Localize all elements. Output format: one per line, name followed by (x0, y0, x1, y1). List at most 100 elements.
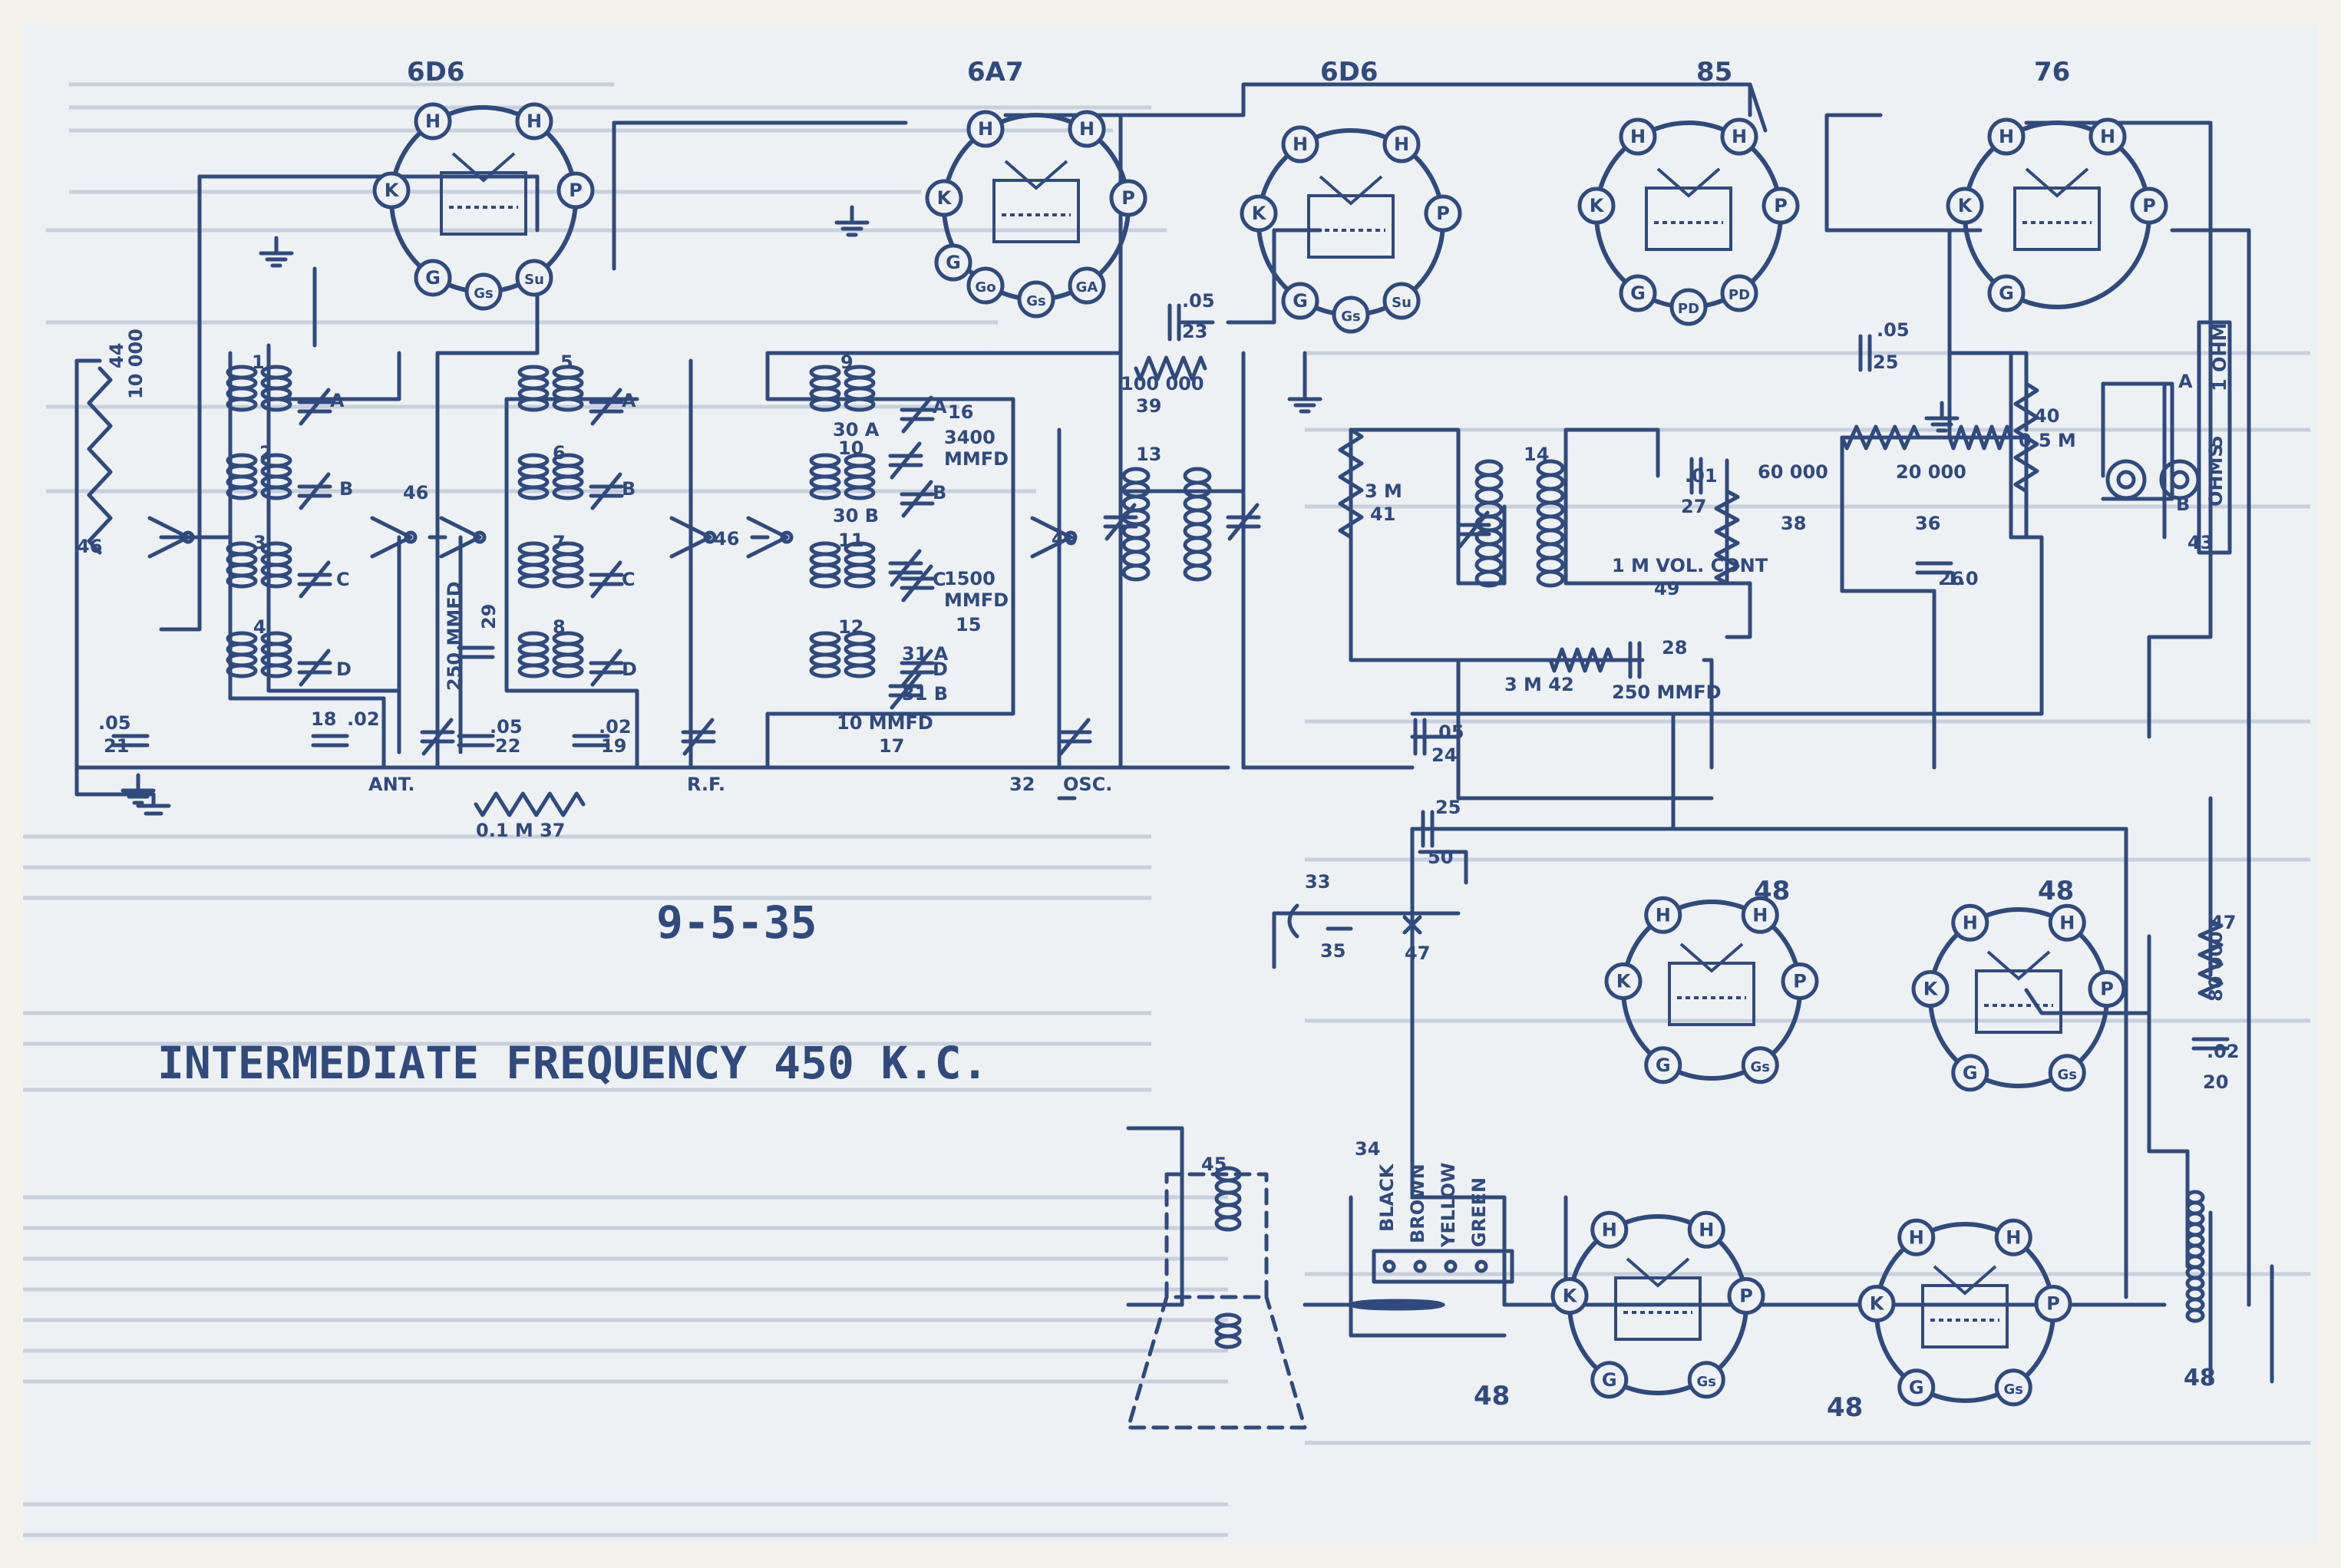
wire-77 (2170, 228, 2251, 1307)
pilot-lamp-2 (2159, 459, 2201, 500)
resistor-47 (2197, 919, 2224, 1000)
wire-3 (74, 765, 156, 797)
label-coil-5: 5 (560, 352, 573, 373)
capacitor-29 (457, 645, 495, 659)
coil-9-primary (844, 365, 876, 412)
coil-10-secondary (809, 453, 841, 500)
label-c16-unit: MMFD (944, 448, 1009, 470)
svg-text:P: P (569, 180, 583, 201)
trimmer-11 (900, 564, 935, 602)
svg-text:H: H (1909, 1226, 1924, 1248)
coil-12-secondary (809, 631, 841, 678)
ground-5 (121, 773, 156, 805)
label-r39-value: 100 000 (1121, 373, 1204, 394)
coil-4-secondary (226, 631, 258, 678)
label-c250b: 250 MMFD (1612, 682, 1722, 703)
svg-text:H: H (1394, 134, 1409, 155)
label-coil-12: 12 (838, 616, 863, 638)
svg-text:H: H (527, 111, 542, 132)
label-c31a: 31 A (902, 643, 949, 665)
label-c15-unit: MMFD (944, 589, 1009, 611)
transformer-label-48: 48 (2184, 1365, 2216, 1391)
label-n34: 34 (1355, 1138, 1380, 1160)
trimmer-5 (589, 388, 624, 426)
tube-label-85: 85 (1696, 57, 1732, 87)
ground-4 (1924, 401, 1960, 433)
label-coil-11: 11 (838, 530, 863, 551)
label-c16-value: 3400 (944, 427, 996, 448)
svg-text:Su: Su (524, 272, 544, 288)
label-tap-a-1: A (330, 390, 345, 411)
label-coil-6: 6 (553, 442, 566, 464)
svg-text:P: P (1739, 1286, 1753, 1307)
svg-text:Gs: Gs (1697, 1374, 1717, 1390)
if-transformer-14-secondary (1536, 459, 1565, 588)
label-c15-value: 1500 (944, 568, 996, 589)
coil-2-secondary (226, 453, 258, 500)
trimmer-3 (297, 560, 332, 599)
label-c30a: 30 A (833, 419, 880, 441)
output-transformer-48 (2185, 1190, 2205, 1323)
capacitor-24 (1413, 718, 1427, 756)
label-tap-a-2: A (622, 390, 636, 411)
capacitor-22 (457, 734, 495, 748)
label-n46-third: 46 (714, 528, 739, 550)
trimmer-2 (297, 472, 332, 510)
svg-text:G: G (1602, 1369, 1617, 1391)
wire-63 (1824, 113, 1883, 233)
coil-1-secondary (226, 365, 258, 412)
band-switch-5 (746, 516, 794, 559)
label-green: GREEN (1468, 1177, 1490, 1247)
trimmer-7 (589, 560, 624, 599)
label-tap-c-3: C (933, 569, 946, 590)
coil-12-primary (844, 631, 876, 678)
svg-text:P: P (2142, 195, 2156, 216)
label-c24-value: .05 (1431, 721, 1464, 743)
tuning-gang-ant (420, 718, 455, 756)
wire-97 (1418, 850, 1468, 885)
label-one-ohm: 1 OHM (2209, 323, 2230, 391)
label-n33: 33 (1305, 871, 1330, 893)
capacitor-20 (2191, 1037, 2230, 1051)
label-n32: 32 (1009, 774, 1035, 795)
wire-57 (1702, 658, 1714, 770)
svg-text:P: P (1793, 971, 1807, 992)
label-n50: 50 (1428, 847, 1453, 868)
coil-5-primary (552, 365, 584, 412)
label-c24: 24 (1431, 744, 1457, 766)
svg-text:PD: PD (1729, 287, 1750, 303)
svg-text:Gs: Gs (2058, 1067, 2078, 1083)
capacitor-25a (1858, 334, 1872, 372)
label-n45: 45 (1201, 1154, 1227, 1175)
if-transformer-13-primary (1121, 467, 1151, 582)
capacitor-17 (888, 672, 923, 710)
svg-text:G: G (1999, 282, 2014, 304)
label-c21-value: .05 (98, 712, 131, 734)
capacitor-21 (111, 734, 150, 748)
label-tap-a-3: A (933, 396, 947, 418)
label-n47-switch: 47 (1405, 942, 1430, 964)
label-c31b: 31 B (902, 683, 948, 705)
circuit-wiring (74, 82, 2274, 1384)
tube-label-6d6-second: 6D6 (1320, 57, 1379, 87)
label-c18: 18 (311, 708, 336, 730)
svg-text:PD: PD (1678, 301, 1699, 317)
trimmer-9 (900, 395, 935, 434)
coil-10-primary (844, 453, 876, 500)
svg-text:Gs: Gs (1341, 309, 1361, 325)
svg-text:P: P (1121, 187, 1135, 209)
svg-text:G: G (1963, 1062, 1978, 1084)
coil-4-primary (260, 631, 292, 678)
svg-text:H: H (2006, 1226, 2021, 1248)
coil-3-secondary (226, 541, 258, 589)
svg-text:H: H (978, 118, 993, 140)
svg-text:Gs: Gs (1026, 293, 1046, 309)
coil-11-secondary (809, 541, 841, 589)
coil-5-secondary (517, 365, 550, 412)
label-r38-value: 60 000 (1758, 461, 1828, 483)
label-n43: 43 (2187, 532, 2213, 553)
